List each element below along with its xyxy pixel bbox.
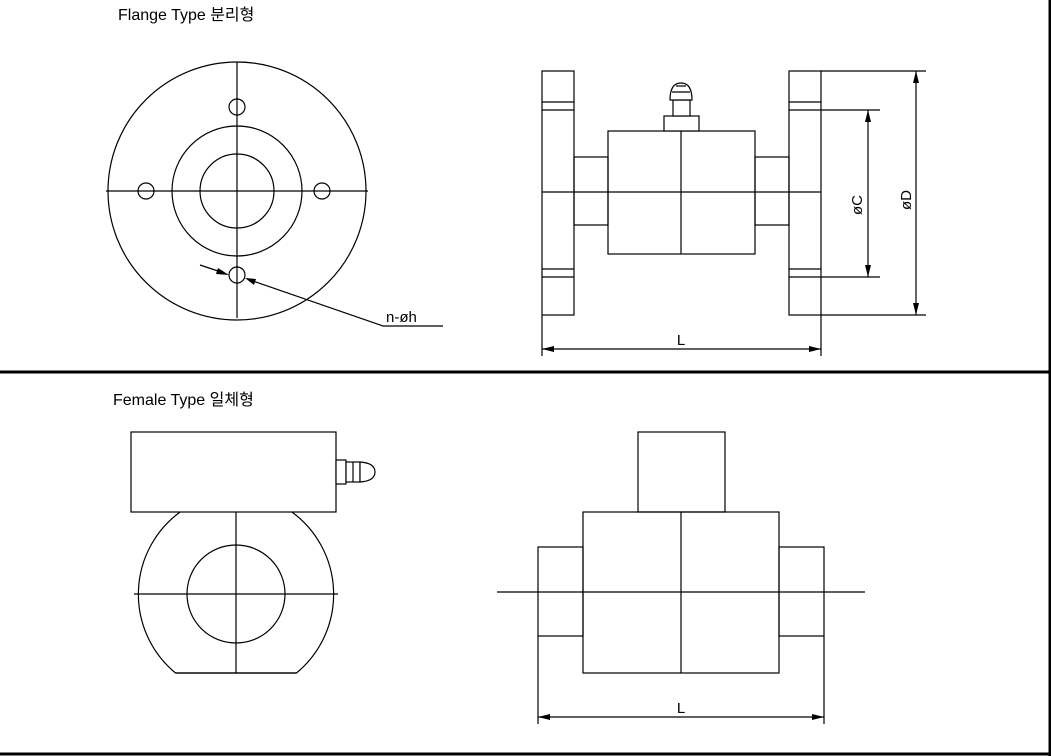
- flange-type-section: Flange Type 분리형 n-øh: [106, 6, 926, 356]
- flange-type-title: Flange Type 분리형: [118, 6, 254, 24]
- hole-spec-label: n-øh: [386, 309, 417, 326]
- flange-front-view: n-øh: [106, 61, 443, 327]
- female-side-view: L: [497, 431, 865, 724]
- female-type-section: Female Type 일체형: [113, 391, 865, 724]
- inner-diameter-label: øC: [849, 195, 866, 215]
- female-length-label: L: [677, 700, 685, 717]
- flange-side-view: øC øD L: [541, 70, 926, 356]
- female-type-title: Female Type 일체형: [113, 391, 254, 409]
- flange-length-label: L: [677, 332, 685, 349]
- outer-diameter-label: øD: [898, 190, 915, 210]
- female-front-view: [130, 431, 376, 674]
